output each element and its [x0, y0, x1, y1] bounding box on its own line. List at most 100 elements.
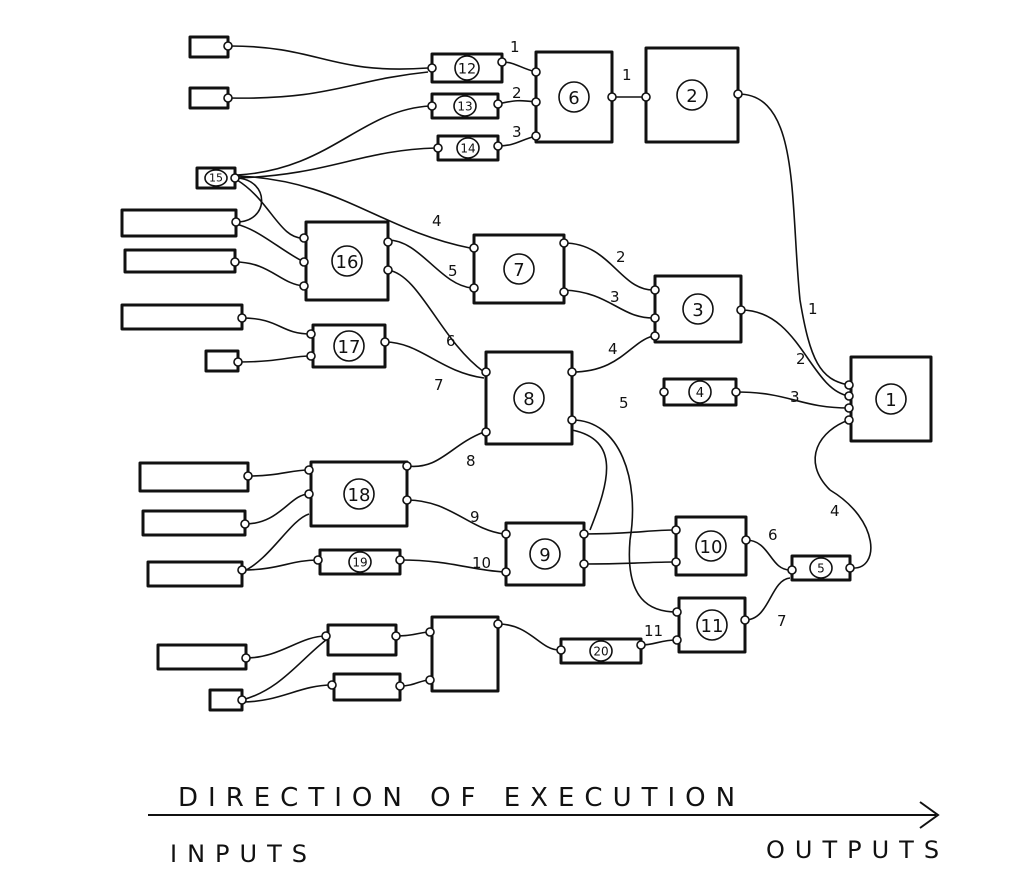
wire	[236, 147, 437, 179]
wire	[745, 539, 791, 571]
node-10-box	[674, 515, 748, 577]
connector-port	[395, 681, 405, 691]
connector-port	[531, 67, 541, 77]
wire	[241, 639, 327, 701]
connector-port	[844, 380, 854, 390]
connector-port	[636, 640, 646, 650]
input-box	[188, 35, 230, 59]
connector-port	[304, 465, 314, 475]
wire	[563, 289, 654, 319]
connector-port	[469, 283, 479, 293]
connector-port	[237, 695, 247, 705]
wire	[241, 559, 319, 571]
connector-port	[579, 529, 589, 539]
wire	[234, 261, 305, 287]
wire	[737, 93, 801, 301]
connector-port	[383, 265, 393, 275]
connector-port	[844, 403, 854, 413]
node-7-label: 7	[513, 260, 524, 281]
node-6-box	[534, 50, 614, 144]
edge-label: 3	[512, 123, 522, 141]
wire	[244, 493, 310, 525]
edge-label: 2	[796, 350, 806, 368]
connector-port	[391, 631, 401, 641]
connector-port	[223, 93, 233, 103]
wire	[399, 559, 505, 573]
node-10-ring	[695, 530, 727, 562]
wire	[387, 239, 473, 289]
node-16-ring	[331, 245, 363, 277]
node-4-label: 4	[696, 386, 704, 401]
connector-port	[241, 653, 251, 663]
wire	[740, 309, 850, 397]
input-box	[326, 623, 398, 657]
input-box	[141, 509, 247, 537]
connector-port	[844, 391, 854, 401]
wire	[241, 684, 333, 703]
input-box	[120, 208, 238, 238]
wire	[406, 431, 485, 468]
connector-port	[306, 351, 316, 361]
edge-label: 3	[610, 288, 620, 306]
wire	[628, 539, 678, 613]
connector-port	[427, 63, 437, 73]
wire	[229, 45, 429, 70]
input-box	[123, 248, 237, 274]
edge-label: 4	[608, 340, 618, 358]
wire	[571, 429, 608, 531]
node-12-box	[430, 52, 504, 84]
connector-port	[481, 427, 491, 437]
connector-port	[556, 645, 566, 655]
wire	[735, 391, 850, 409]
node-2-label: 2	[686, 86, 697, 107]
connector-port	[493, 99, 503, 109]
connector-port	[425, 675, 435, 685]
node-7-box	[472, 233, 566, 305]
connector-port	[230, 173, 240, 183]
wire	[583, 561, 675, 565]
input-box	[430, 615, 500, 693]
node-10-label: 10	[700, 537, 723, 558]
connector-port	[733, 89, 743, 99]
connector-port	[650, 331, 660, 341]
node-18-ring	[343, 478, 375, 510]
edge-label: 1	[622, 66, 632, 84]
input-box	[156, 643, 248, 671]
connector-port	[233, 357, 243, 367]
connector-port	[567, 415, 577, 425]
node-8-ring	[513, 382, 545, 414]
connector-port	[671, 525, 681, 535]
wire	[744, 577, 791, 621]
edge-label: 8	[466, 452, 476, 470]
node-8-label: 8	[523, 389, 534, 410]
edge-label: 1	[808, 300, 818, 318]
wire	[501, 61, 537, 73]
wire	[406, 499, 505, 535]
wire	[235, 223, 305, 263]
connector-port	[425, 627, 435, 637]
node-4-ring	[688, 380, 712, 404]
node-19-label: 19	[352, 556, 367, 570]
connector-port	[493, 619, 503, 629]
node-15-label: 15	[209, 172, 223, 185]
connector-port	[427, 101, 437, 111]
node-3-ring	[682, 293, 714, 325]
wire	[571, 335, 654, 373]
wire	[241, 317, 312, 335]
node-14-box	[436, 134, 500, 162]
direction-arrow-head	[919, 801, 940, 829]
connector-port	[659, 387, 669, 397]
wire	[236, 105, 431, 176]
outputs-label: OUTPUTS	[766, 836, 949, 864]
node-13-label: 13	[457, 100, 472, 114]
edge-label: 4	[830, 502, 840, 520]
connector-port	[731, 387, 741, 397]
connector-port	[402, 461, 412, 471]
wire	[247, 469, 310, 477]
connector-port	[231, 217, 241, 227]
wire	[235, 177, 263, 223]
wire	[829, 489, 872, 569]
connector-port	[650, 313, 660, 323]
